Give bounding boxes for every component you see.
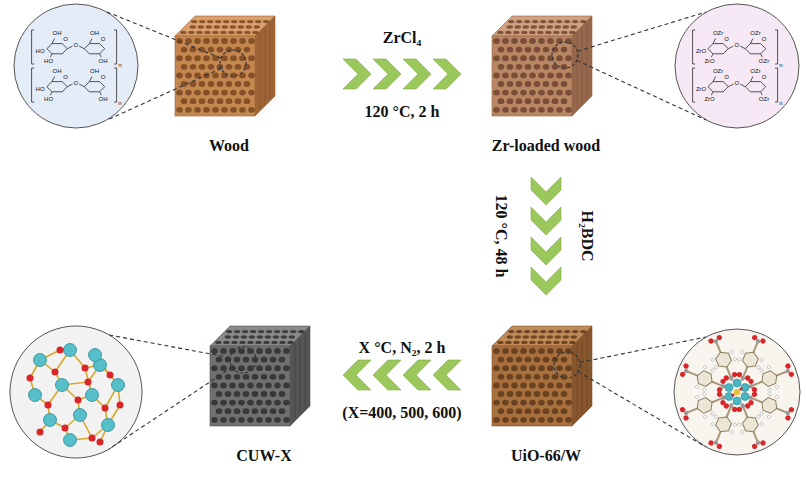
leader-line bbox=[577, 60, 706, 120]
chemical-label: O bbox=[73, 80, 78, 87]
chevron bbox=[343, 59, 371, 89]
chemical-label: O bbox=[724, 36, 729, 43]
leader-line bbox=[577, 12, 706, 51]
cellulose-circle bbox=[14, 4, 138, 128]
chevron bbox=[373, 59, 401, 89]
chemical-label: O bbox=[762, 74, 767, 81]
block-label: Zr-loaded wood bbox=[480, 136, 612, 155]
leader-line bbox=[109, 367, 232, 449]
process-arrow bbox=[330, 360, 480, 390]
chevron bbox=[403, 360, 431, 390]
chemical-label: O bbox=[101, 74, 106, 81]
condition-label: X °C, N₂, 2 h bbox=[359, 338, 446, 357]
condition-label: H₂BDC bbox=[578, 210, 597, 261]
wood-cube bbox=[163, 8, 295, 118]
wood-cube-shape bbox=[492, 12, 706, 120]
condition-label: (X=400, 500, 600) bbox=[342, 403, 461, 422]
chemical-label: O bbox=[63, 36, 68, 43]
chemical-label: n bbox=[779, 99, 782, 106]
condition-label: 120 °C, 2 h bbox=[365, 102, 440, 121]
chemical-label: OZr bbox=[759, 58, 769, 65]
chevron bbox=[531, 177, 561, 205]
wood-block: Zr-loaded wood bbox=[480, 8, 612, 155]
wood-cube-shape bbox=[492, 326, 706, 447]
process-arrow bbox=[295, 59, 480, 89]
chevron bbox=[531, 207, 561, 235]
wood-block: UiO-66/W bbox=[480, 318, 612, 465]
chevron bbox=[343, 360, 371, 390]
chemical-label: O bbox=[724, 74, 729, 81]
chevron bbox=[373, 360, 401, 390]
zro2-circle bbox=[10, 326, 142, 458]
block-label: Wood bbox=[163, 136, 295, 155]
chemical-label: OH bbox=[53, 68, 62, 75]
leader-line bbox=[107, 12, 221, 58]
chemical-label: O bbox=[762, 36, 767, 43]
chemical-label: ZrO bbox=[696, 86, 706, 93]
chemical-label: n bbox=[118, 61, 121, 68]
chemical-label: O bbox=[73, 42, 78, 49]
chemical-label: OH bbox=[90, 30, 99, 37]
chemical-label: OZr bbox=[713, 68, 723, 75]
mof-circle bbox=[674, 329, 800, 455]
wood-cube-shape bbox=[109, 326, 310, 449]
chemical-label: OZr bbox=[759, 96, 769, 103]
chemical-label: HO bbox=[36, 48, 45, 55]
chemical-label: OH bbox=[99, 96, 108, 103]
chemical-label: OZr bbox=[750, 30, 760, 37]
chevron bbox=[433, 360, 461, 390]
chemical-label: n bbox=[779, 61, 782, 68]
chevron bbox=[531, 237, 561, 265]
chemical-label: ZrO bbox=[704, 58, 714, 65]
chemical-label: O bbox=[734, 42, 739, 49]
chemical-label: O bbox=[734, 80, 739, 87]
chemical-label: ZrO bbox=[696, 48, 706, 55]
wood-cube bbox=[480, 318, 612, 428]
chemical-label: HO bbox=[44, 58, 53, 65]
chevron bbox=[403, 59, 431, 89]
process-arrow bbox=[531, 155, 561, 318]
chemical-label: ZrO bbox=[704, 96, 714, 103]
wood-block: CUW-X bbox=[198, 318, 330, 465]
chemical-label: OZr bbox=[750, 68, 760, 75]
wood-cube bbox=[198, 318, 330, 428]
chemical-label: n bbox=[118, 99, 121, 106]
condition-label: 120 °C, 48 h bbox=[492, 195, 511, 278]
chemical-label: OH bbox=[90, 68, 99, 75]
wood-cube bbox=[480, 8, 612, 118]
condition-label: ZrCl₄ bbox=[383, 28, 422, 47]
chemical-label: HO bbox=[36, 86, 45, 93]
leader-line bbox=[578, 372, 706, 447]
leader-line bbox=[580, 337, 706, 362]
wood-block: Wood bbox=[163, 8, 295, 155]
block-label: UiO-66/W bbox=[480, 446, 612, 465]
chemical-label: OH bbox=[53, 30, 62, 37]
chevron bbox=[531, 267, 561, 295]
chemical-label: HO bbox=[44, 96, 53, 103]
chemical-label: OH bbox=[99, 58, 108, 65]
leader-line bbox=[107, 68, 221, 120]
block-label: CUW-X bbox=[198, 446, 330, 465]
leader-line bbox=[109, 335, 230, 358]
zr-cellulose-circle bbox=[675, 4, 799, 128]
chemical-label: O bbox=[101, 36, 106, 43]
chemical-label: O bbox=[63, 74, 68, 81]
chevron bbox=[433, 59, 461, 89]
wood-cube-shape bbox=[107, 12, 275, 120]
chemical-label: OZr bbox=[713, 30, 723, 37]
